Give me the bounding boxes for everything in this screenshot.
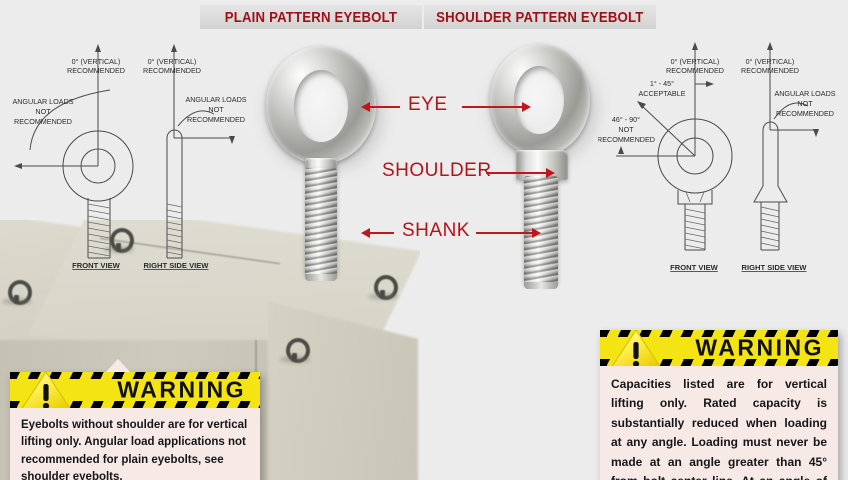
warning-left-pointer [105, 359, 131, 373]
title-plain-label: PLAIN PATTERN EYEBOLT [224, 8, 398, 26]
diagram-plain-svg: 0° (VERTICAL) RECOMMENDED 0° (VERTICAL) … [12, 44, 247, 270]
enclosure-eyebolt-right [368, 275, 398, 300]
photo-plain-eyebolt [258, 42, 388, 298]
shoulder-side-vertical-line1: 0° (VERTICAL) [746, 57, 795, 66]
plain-front-vertical-line2: RECOMMENDED [67, 66, 125, 75]
plain-eyebolt-shank [305, 168, 337, 276]
callout-shoulder-label: SHOULDER [382, 160, 492, 181]
diagram-plain-pattern: 0° (VERTICAL) RECOMMENDED 0° (VERTICAL) … [0, 40, 262, 280]
shoulder-eyebolt-shank [524, 176, 558, 284]
shoulder-front-vertical-line2: RECOMMENDED [666, 66, 724, 75]
hazard-stripe-icon [10, 372, 260, 379]
callout-shank-label: SHANK [402, 220, 470, 241]
warning-left-heading: WARNING [117, 376, 246, 403]
hazard-stripe-icon [10, 401, 260, 408]
plain-eyebolt-eye-hole [294, 70, 348, 142]
plain-eyebolt-shank-tip [305, 274, 337, 281]
warning-left-body: Eyebolts without shoulder are for vertic… [21, 419, 248, 480]
shoulder-not-recommended-line2: NOT [618, 125, 634, 134]
warning-left-header: WARNING [10, 372, 260, 408]
hazard-stripe-icon [600, 330, 838, 337]
plain-front-view-label: FRONT VIEW [72, 261, 121, 270]
shoulder-side-angular-line2: NOT [797, 99, 813, 108]
shoulder-front-view-label: FRONT VIEW [670, 263, 719, 272]
plain-front-vertical-line1: 0° (VERTICAL) [72, 57, 121, 66]
title-plain-pattern: PLAIN PATTERN EYEBOLT [200, 5, 422, 29]
warning-triangle-icon [611, 330, 661, 366]
diagram-shoulder-svg: 0° (VERTICAL) RECOMMENDED 0° (VERTICAL) … [598, 42, 836, 272]
plain-front-angular-line1: ANGULAR LOADS [12, 97, 73, 106]
warning-box-plain: WARNING Eyebolts without shoulder are fo… [10, 359, 260, 480]
enclosure-eyebolt-front [280, 338, 310, 363]
shoulder-eyebolt-shoulder [516, 150, 568, 180]
title-shoulder-label: SHOULDER PATTERN EYEBOLT [436, 8, 644, 26]
plain-front-angular-line2: NOT [35, 107, 51, 116]
warning-triangle-icon [21, 372, 71, 408]
shoulder-not-recommended-line3: RECOMMENDED [598, 135, 655, 144]
shoulder-eyebolt-shank-tip [524, 282, 558, 289]
plain-front-angular-line3: RECOMMENDED [14, 117, 72, 126]
hazard-stripe-icon [600, 359, 838, 366]
callout-eye-label: EYE [408, 94, 448, 115]
plain-side-angular-line2: NOT [208, 105, 224, 114]
plain-side-angular-line3: RECOMMENDED [187, 115, 245, 124]
diagram-shoulder-pattern: 0° (VERTICAL) RECOMMENDED 0° (VERTICAL) … [598, 34, 848, 284]
warning-box-shoulder: WARNING Capacities listed are for vertic… [600, 330, 838, 480]
plain-eyebolt-neck [305, 158, 337, 170]
shoulder-right-side-view-label: RIGHT SIDE VIEW [742, 263, 808, 272]
plain-right-side-view-label: RIGHT SIDE VIEW [144, 261, 210, 270]
enclosure-eyebolt-left [2, 280, 32, 305]
shoulder-front-vertical-line1: 0° (VERTICAL) [671, 57, 720, 66]
enclosure-right-face [268, 301, 418, 480]
shoulder-side-angular-line3: RECOMMENDED [776, 109, 834, 118]
shoulder-eyebolt-eye-hole [514, 66, 564, 134]
shoulder-acceptable-line1: 1° - 45° [650, 79, 674, 88]
shoulder-acceptable-line2: ACCEPTABLE [639, 89, 686, 98]
enclosure-eyebolt-back [104, 228, 134, 253]
shoulder-side-angular-line1: ANGULAR LOADS [774, 89, 835, 98]
photo-shoulder-eyebolt [486, 42, 606, 298]
plain-side-vertical-line1: 0° (VERTICAL) [148, 57, 197, 66]
title-shoulder-pattern: SHOULDER PATTERN EYEBOLT [424, 5, 656, 29]
shoulder-side-vertical-line2: RECOMMENDED [741, 66, 799, 75]
shoulder-not-recommended-line1: 46° - 90° [612, 115, 640, 124]
plain-side-angular-line1: ANGULAR LOADS [185, 95, 246, 104]
warning-right-body: Capacities listed are for vertical lifti… [611, 377, 827, 480]
plain-side-vertical-line2: RECOMMENDED [143, 66, 201, 75]
warning-right-heading: WARNING [695, 334, 824, 361]
warning-right-header: WARNING [600, 330, 838, 366]
